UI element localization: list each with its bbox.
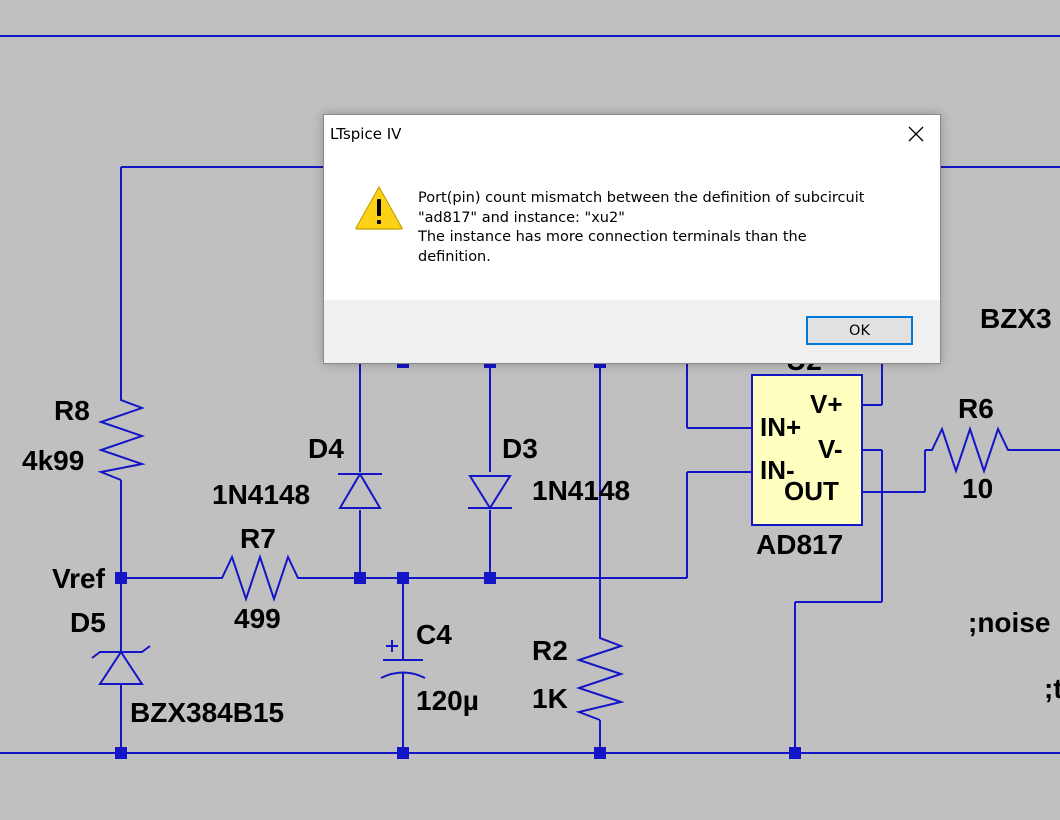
resistor-r6[interactable] [925,425,1020,475]
message-line: Port(pin) count mismatch between the def… [418,190,865,206]
diode-d4[interactable] [338,472,382,509]
resistor-r8[interactable] [97,393,146,481]
r6-value: 10 [962,473,993,504]
message-line: "ad817" and instance: "xu2" [418,209,625,226]
message-line: The instance has more connection termina… [418,229,807,245]
right-zener-label: BZX3 [980,303,1052,334]
junction-dot [115,572,127,584]
dialog-title: LTspice IV [330,125,402,143]
junction-dot [397,572,409,584]
close-icon [908,126,924,142]
right-comment-t: ;t [1044,673,1060,704]
dialog-body: Port(pin) count mismatch between the def… [324,153,940,299]
close-button[interactable] [898,119,934,149]
d5-value: BZX384B15 [130,697,284,728]
opamp-u2-body[interactable] [751,374,863,526]
junction-dot [484,572,496,584]
opamp-pin-vplus: V+ [810,389,843,419]
junction-dot [115,747,127,759]
r8-value: 4k99 [22,445,84,476]
opamp-pin-inminus: IN- [760,455,795,485]
resistor-r2[interactable] [575,630,625,721]
junction-dot [594,747,606,759]
ok-button[interactable]: OK [806,316,913,345]
error-dialog: LTspice IV Port(pin) count mismatch betw… [323,114,941,364]
zener-d5[interactable] [98,650,144,685]
junction-dot [397,747,409,759]
c4-name: C4 [416,619,452,650]
r2-name: R2 [532,635,568,666]
r8-name: R8 [54,395,90,426]
r6-name: R6 [958,393,994,424]
d3-name: D3 [502,433,538,464]
junction-dot [789,747,801,759]
junction-dot [397,361,409,368]
opamp-pin-vminus: V- [818,434,843,464]
junction-dot [594,361,606,368]
d4-value: 1N4148 [212,479,310,510]
junction-dot [484,361,496,368]
d4-name: D4 [308,433,344,464]
vref-label: Vref [52,563,106,594]
right-comment-noise: ;noise [968,607,1050,638]
u2-value: AD817 [756,529,843,560]
opamp-pin-out: OUT [784,476,839,506]
diode-d3[interactable] [468,475,512,510]
dialog-message: Port(pin) count mismatch between the def… [418,189,918,267]
r7-value: 499 [234,603,281,634]
r7-name: R7 [240,523,276,554]
c4-value: 120µ [416,685,479,716]
opamp-pin-inplus: IN+ [760,412,801,442]
dialog-footer: OK [324,300,940,363]
resistor-r7[interactable] [215,553,305,603]
junction-dot [354,572,366,584]
d3-value: 1N4148 [532,475,630,506]
message-line: definition. [418,248,491,265]
d5-name: D5 [70,607,106,638]
warning-triangle-icon [355,186,403,230]
r2-value: 1K [532,683,568,714]
